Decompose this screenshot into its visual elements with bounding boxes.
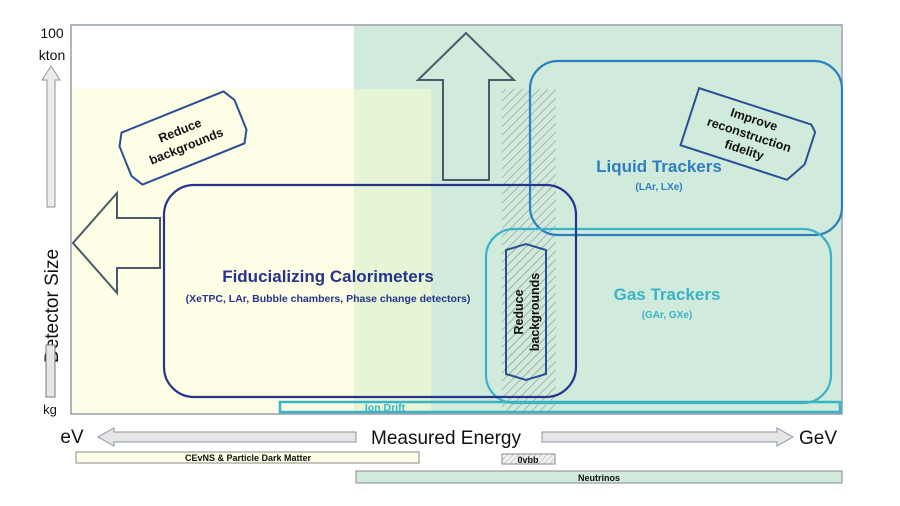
reduce-backgrounds-vertical-line1: Reduce [512,289,526,334]
fiducializing-subtitle: (XeTPC, LAr, Bubble chambers, Phase chan… [186,293,471,305]
y-axis-top-label-line2: kton [39,47,65,63]
reduce-backgrounds-vertical-line2: backgrounds [528,273,542,352]
ion-drift-box [278,400,842,414]
x-axis-right-arrow-icon [541,427,795,447]
x-axis-left-label: eV [60,427,84,448]
fiducializing-calorimeters-box [162,183,578,399]
zero-nu-bb-band [501,453,556,465]
y-axis-top-label-line1: 100 [40,25,64,41]
neutrinos-band [355,470,843,484]
reduce-backgrounds-vertical-callout: Reduce backgrounds [505,242,547,382]
liquid-trackers-title: Liquid Trackers [596,157,722,176]
y-axis-bar [45,344,56,398]
y-axis-bottom-label: kg [43,402,57,417]
overlap-region [354,89,431,413]
liquid-trackers-subtitle: (LAr, LXe) [635,182,682,193]
neutrino-region [354,26,841,413]
dark-matter-band [75,451,420,464]
neutrinos-band-label: Neutrinos [578,473,620,483]
x-axis-title: Measured Energy [371,428,521,449]
gas-trackers-subtitle: (GAr, GXe) [642,310,693,321]
fiducializing-title: Fiducializing Calorimeters [222,267,434,286]
ion-drift-label: Ion Drift [365,402,406,414]
y-axis-up-arrow-icon [41,65,61,208]
gas-trackers-title: Gas Trackers [614,285,721,304]
up-arrow-icon [415,31,517,181]
left-arrow-icon [71,190,161,296]
x-axis-right-label: GeV [799,428,837,449]
improve-fidelity-callout: Improve reconstruction fidelity [679,86,817,181]
zero-nu-bb-band-label: 0vbb [517,455,539,465]
y-axis-title: Detector Size [42,249,63,363]
dark-matter-band-label: CEvNS & Particle Dark Matter [185,453,312,463]
x-axis-left-arrow-icon [96,427,357,447]
liquid-trackers-box [528,59,844,237]
